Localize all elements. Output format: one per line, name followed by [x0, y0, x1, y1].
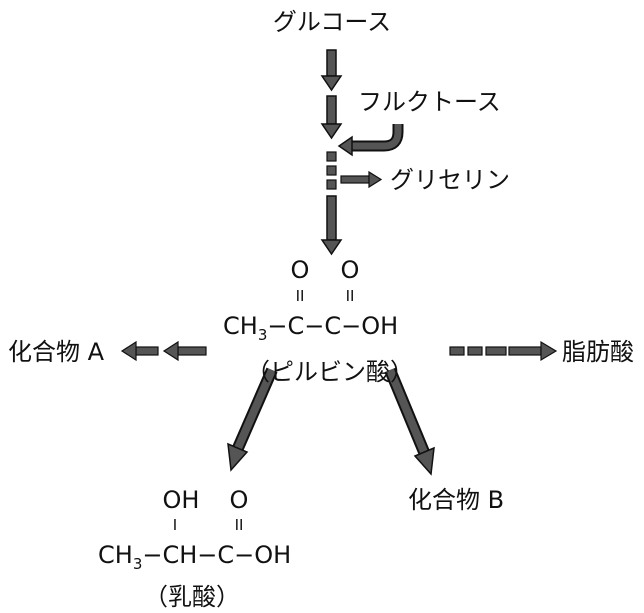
- label-fatty-acid: 脂肪酸: [562, 338, 634, 366]
- arrow-glucose-down-2: [320, 95, 343, 140]
- lactic-oh-top: OH: [163, 486, 200, 514]
- arrow-right-to-fatty-acid: [449, 340, 558, 362]
- pyruvic-double-bond-2: II: [346, 287, 355, 305]
- label-glucose: グルコース: [273, 8, 391, 36]
- lactic-o-top: O: [230, 486, 249, 514]
- pyruvic-chain: CH3−C−C−OH: [223, 312, 398, 344]
- label-compound-b: 化合物 B: [408, 486, 504, 514]
- label-glycerin: グリセリン: [390, 166, 510, 194]
- pyruvic-o1: O: [291, 256, 310, 284]
- arrow-to-pyruvic: [320, 195, 343, 256]
- dashed-chain-segment: [326, 151, 337, 190]
- arrow-to-lactic-acid: [227, 367, 278, 472]
- label-pyruvic-acid: （ピルビン酸）: [246, 358, 414, 386]
- arrow-left-to-compound-a-1: [120, 340, 159, 362]
- lactic-acid-formula: OH O I II CH3−CH−C−OH: [98, 486, 291, 573]
- label-compound-a: 化合物 A: [8, 338, 105, 366]
- lactic-single-bond: I: [173, 516, 177, 534]
- arrow-to-glycerin: [340, 170, 383, 189]
- arrow-fructose-in: [337, 124, 404, 157]
- arrow-left-to-compound-a-2: [162, 340, 207, 362]
- arrow-to-compound-b: [384, 367, 435, 476]
- lactic-double-bond: II: [235, 516, 244, 534]
- label-fructose: フルクトース: [358, 88, 501, 116]
- pyruvic-double-bond-1: II: [296, 287, 305, 305]
- lactic-chain: CH3−CH−C−OH: [98, 541, 291, 573]
- pyruvic-acid-formula: O O II II CH3−C−C−OH: [223, 256, 398, 344]
- label-lactic-acid: （乳酸）: [144, 583, 240, 611]
- arrow-glucose-down-1: [320, 49, 343, 92]
- pyruvic-o2: O: [341, 256, 360, 284]
